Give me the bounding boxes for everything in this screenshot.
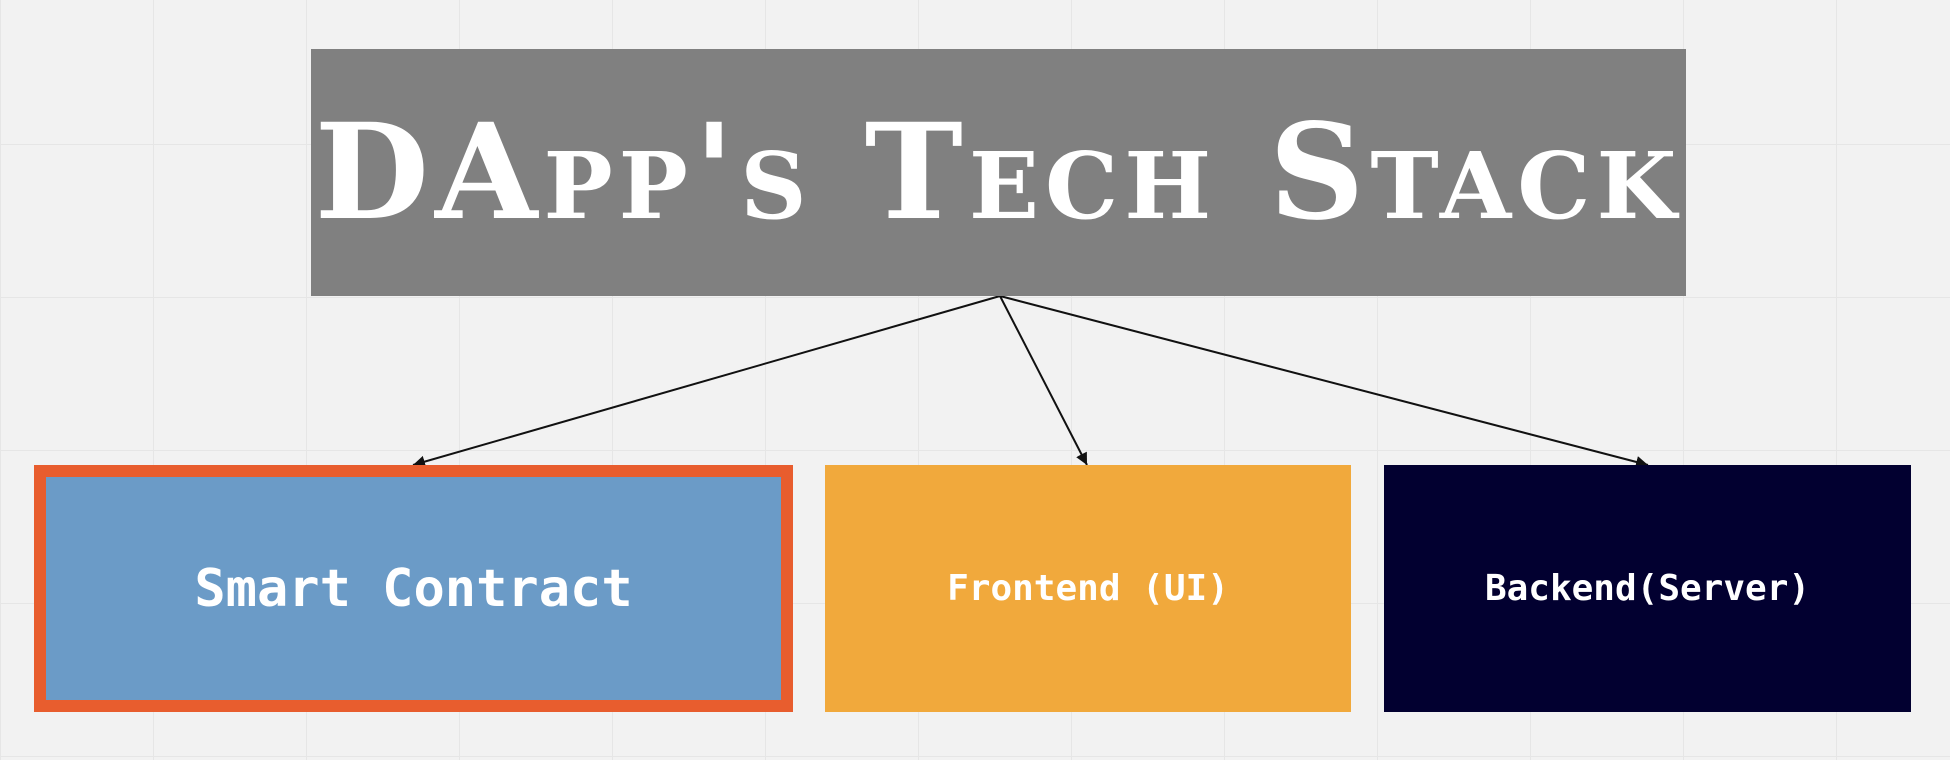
- edge-to-backend: [999, 295, 1649, 468]
- edge-to-smart-contract: [412, 295, 1001, 468]
- node-label-backend: Backend(Server): [1484, 568, 1811, 609]
- diagram-title: DApp's Tech Stack: [314, 94, 1683, 250]
- node-frontend[interactable]: Frontend (UI): [825, 465, 1351, 712]
- node-smart-contract[interactable]: Smart Contract: [34, 465, 793, 712]
- node-label-frontend: Frontend (UI): [947, 568, 1229, 609]
- node-backend[interactable]: Backend(Server): [1384, 465, 1911, 712]
- node-label-smart-contract: Smart Contract: [194, 558, 633, 619]
- title-node[interactable]: DApp's Tech Stack: [311, 49, 1686, 296]
- edge-to-frontend: [999, 295, 1088, 466]
